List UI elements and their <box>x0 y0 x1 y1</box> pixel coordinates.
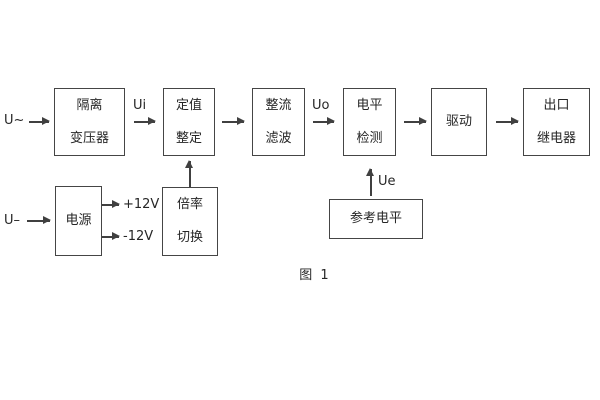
block-ratio-switching-line1: 倍率 <box>176 197 203 212</box>
block-rectifier-filter: 整流 滤波 <box>252 88 305 156</box>
arrow-plus-12v-icon <box>102 201 120 208</box>
block-reference-level-label: 参考电平 <box>349 211 402 226</box>
label-ui-signal: Ui <box>133 98 147 113</box>
block-level-detection: 电平 检测 <box>343 88 396 156</box>
block-value-setting-line2: 整定 <box>175 130 202 146</box>
block-value-setting-line1: 定值 <box>175 97 202 113</box>
arrow-ac-input-icon <box>29 118 50 125</box>
arrow-setting-to-rectifier-icon <box>222 118 245 125</box>
block-reference-level: 参考电平 <box>329 199 423 239</box>
block-power-supply: 电源 <box>55 186 102 256</box>
label-uo-signal: Uo <box>312 98 330 113</box>
label-plus-12v: +12V <box>123 197 160 212</box>
block-ratio-switching: 倍率 切换 <box>162 187 218 256</box>
block-rectifier-filter-line1: 整流 <box>265 97 292 113</box>
block-ratio-switching-line2: 切换 <box>176 230 203 245</box>
arrow-ratio-to-setting-icon <box>186 160 193 187</box>
block-value-setting: 定值 整定 <box>163 88 215 156</box>
arrow-minus-12v-icon <box>102 233 120 240</box>
block-output-relay: 出口 继电器 <box>523 88 590 156</box>
block-isolation-transformer: 隔离 变压器 <box>54 88 125 156</box>
label-ac-input: U~ <box>4 113 25 128</box>
block-level-detection-line2: 检测 <box>356 130 383 146</box>
block-driver-label: 驱动 <box>445 114 472 129</box>
arrow-dc-input-icon <box>27 217 51 224</box>
block-output-relay-line2: 继电器 <box>536 130 576 146</box>
arrow-driver-to-relay-icon <box>496 118 519 125</box>
block-level-detection-line1: 电平 <box>356 97 383 113</box>
block-isolation-transformer-line1: 隔离 <box>76 97 103 113</box>
arrow-ui-icon <box>134 118 156 125</box>
label-dc-input: U– <box>4 213 21 228</box>
arrow-uo-icon <box>313 118 335 125</box>
block-rectifier-filter-line2: 滤波 <box>265 130 292 146</box>
label-minus-12v: -12V <box>123 229 154 244</box>
block-isolation-transformer-line2: 变压器 <box>69 130 109 146</box>
block-driver: 驱动 <box>431 88 487 156</box>
arrow-reference-to-level-icon <box>367 168 374 196</box>
label-ue-signal: Ue <box>378 174 396 189</box>
block-power-supply-label: 电源 <box>65 213 92 228</box>
figure-caption: 图 1 <box>299 268 331 283</box>
arrow-level-to-driver-icon <box>404 118 427 125</box>
block-output-relay-line1: 出口 <box>543 97 570 113</box>
